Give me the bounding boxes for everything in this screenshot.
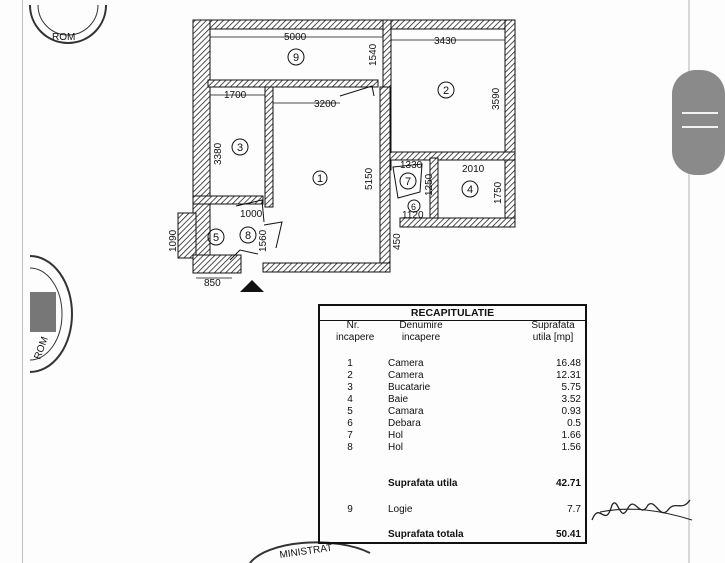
logia-row: 9 Logie 7.7 <box>320 504 585 516</box>
row-area: 12.31 <box>555 370 581 381</box>
header-nr-line2: incapere <box>336 332 375 343</box>
row-area: 5.75 <box>561 382 581 393</box>
header-nr-line1: Nr. <box>346 320 360 331</box>
table-row: 7 Hol 1.66 <box>320 430 585 442</box>
row-area: 3.52 <box>561 394 581 405</box>
header-area-line1: Suprafata <box>531 320 575 331</box>
dim-3380: 3380 <box>213 142 224 165</box>
useful-area-value: 42.71 <box>555 478 581 489</box>
entrance-arrow-icon <box>240 280 264 292</box>
total-area-value: 50.41 <box>555 529 581 540</box>
row-nr: 7 <box>347 430 353 441</box>
total-area-label: Suprafata totala <box>388 529 464 540</box>
stamp-bottom: MINISTRAT <box>249 541 371 563</box>
header-nr: Nr. incapere <box>336 320 375 344</box>
row-name: Hol <box>388 442 404 453</box>
useful-area-row: Suprafata utila 42.71 <box>320 478 585 490</box>
row-area: 0.5 <box>567 418 581 429</box>
room-6-label: 6 <box>411 202 416 212</box>
row-name: Debara <box>388 418 421 429</box>
dim-450: 450 <box>392 233 403 250</box>
row-area: 16.48 <box>555 358 581 369</box>
dim-3430: 3430 <box>434 36 457 47</box>
page-right-edge <box>688 0 690 563</box>
recap-title-divider <box>320 320 585 321</box>
recap-table: RECAPITULATIE Nr. incapere Denumire inca… <box>318 304 587 544</box>
viewer-scroll-handle[interactable] <box>672 70 725 175</box>
row-nr: 4 <box>347 394 353 405</box>
table-row: 6 Debara 0.5 <box>320 418 585 430</box>
table-row: 2 Camera 12.31 <box>320 370 585 382</box>
dim-1250: 1250 <box>424 173 435 196</box>
total-area-row: Suprafata totala 50.41 <box>320 529 585 541</box>
room-5-label: 5 <box>213 232 219 244</box>
logia-name: Logie <box>388 504 413 515</box>
logia-nr: 9 <box>347 504 353 515</box>
stamp-left-text: ROM <box>32 335 50 361</box>
table-row: 1 Camera 16.48 <box>320 358 585 370</box>
row-name: Baie <box>388 394 409 405</box>
row-area: 0.93 <box>561 406 581 417</box>
header-name-line2: incapere <box>401 332 441 343</box>
dim-1700: 1700 <box>224 90 247 101</box>
header-area: Suprafata utila [mp] <box>520 320 586 344</box>
row-nr: 6 <box>347 418 353 429</box>
header-area-line2: utila [mp] <box>532 332 574 343</box>
stamp-top-text: ROM <box>52 32 75 43</box>
row-name: Camera <box>388 370 424 381</box>
row-nr: 8 <box>347 442 353 453</box>
logia-area: 7.7 <box>567 504 581 515</box>
table-row: 3 Bucatarie 5.75 <box>320 382 585 394</box>
header-name-line1: Denumire <box>399 320 443 331</box>
dim-1750: 1750 <box>493 181 504 204</box>
dim-5000: 5000 <box>284 32 307 43</box>
dim-1000: 1000 <box>240 209 263 220</box>
room-8-label: 8 <box>245 230 251 242</box>
room-7-label: 7 <box>405 176 411 188</box>
row-nr: 2 <box>347 370 353 381</box>
handle-line-top <box>682 112 718 114</box>
doors <box>229 85 423 261</box>
dim-850: 850 <box>204 278 221 289</box>
row-name: Camera <box>388 358 424 369</box>
dim-1120: 1120 <box>402 210 424 221</box>
handle-line-bottom <box>682 126 718 128</box>
stamp-left: ROM <box>29 255 73 373</box>
room-number-labels: 1 2 3 4 5 6 7 8 9 <box>213 52 473 244</box>
dim-1090: 1090 <box>168 229 179 252</box>
row-name: Bucatarie <box>388 382 431 393</box>
table-row: 4 Baie 3.52 <box>320 394 585 406</box>
walls <box>177 19 516 274</box>
room-2-label: 2 <box>443 85 449 97</box>
row-nr: 3 <box>347 382 353 393</box>
dim-1560: 1560 <box>258 229 269 252</box>
dim-3590: 3590 <box>491 87 502 110</box>
dimension-labels: 5000 3430 1540 3590 1700 3200 3380 5150 … <box>168 32 505 289</box>
page-margin-line <box>22 0 23 563</box>
recap-title: RECAPITULATIE <box>410 307 495 319</box>
header-name: Denumire incapere <box>386 320 456 344</box>
dim-5150: 5150 <box>364 167 375 190</box>
room-9-label: 9 <box>293 52 299 64</box>
row-area: 1.66 <box>561 430 581 441</box>
table-row: 8 Hol 1.56 <box>320 442 585 454</box>
dim-1540: 1540 <box>368 43 379 66</box>
table-row: 5 Camara 0.93 <box>320 406 585 418</box>
row-name: Camara <box>388 406 424 417</box>
row-area: 1.56 <box>561 442 581 453</box>
dim-3200: 3200 <box>314 99 337 110</box>
row-nr: 1 <box>347 358 353 369</box>
room-numbers <box>207 48 479 246</box>
row-nr: 5 <box>347 406 353 417</box>
signature <box>591 499 693 521</box>
row-name: Hol <box>388 430 404 441</box>
useful-area-label: Suprafata utila <box>388 478 458 489</box>
room-4-label: 4 <box>467 184 473 196</box>
room-1-label: 1 <box>317 173 323 185</box>
dim-2010: 2010 <box>462 164 485 175</box>
stamp-top: ROM <box>29 4 107 44</box>
dim-1330: 1330 <box>400 160 423 171</box>
room-3-label: 3 <box>237 142 243 154</box>
